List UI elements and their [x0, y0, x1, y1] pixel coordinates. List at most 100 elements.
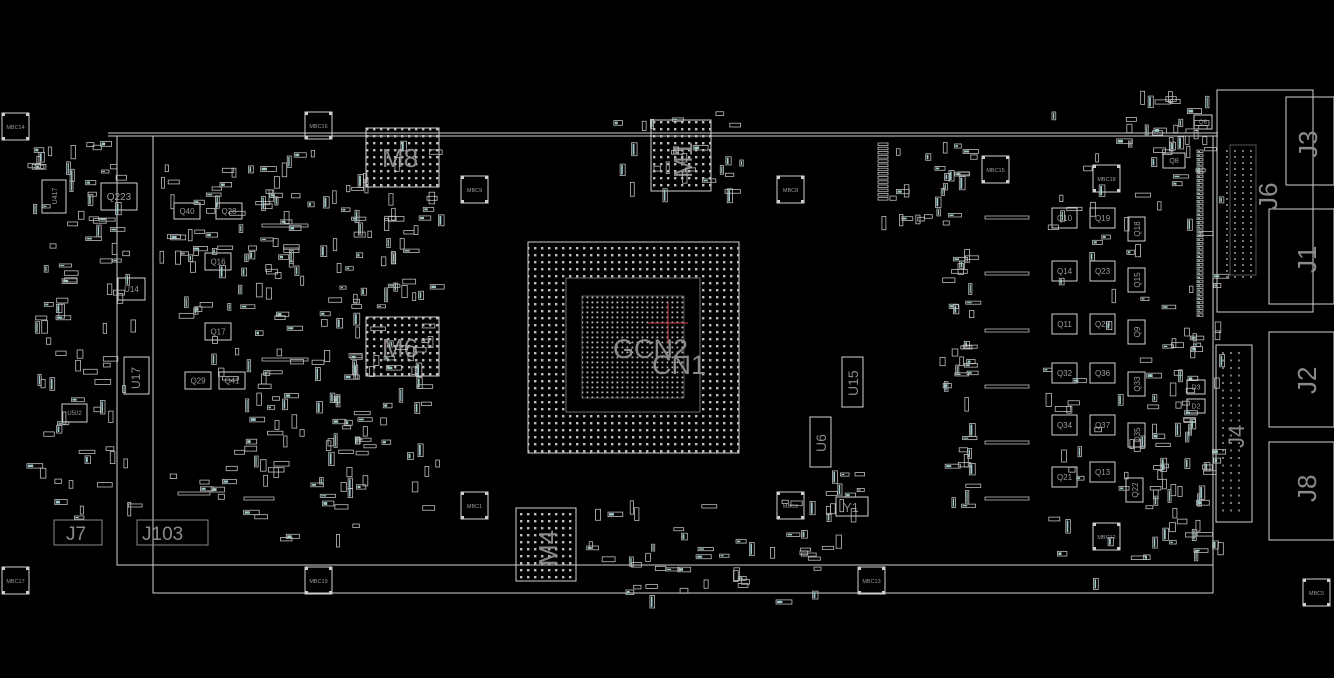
passive-part	[1151, 157, 1158, 167]
passive-part	[1124, 471, 1129, 480]
passive-part	[387, 216, 405, 222]
passive-part	[653, 165, 661, 172]
passive-part	[294, 265, 300, 276]
passive-part	[217, 493, 225, 500]
passive-part	[355, 437, 361, 445]
passive-part	[265, 264, 272, 272]
passive-part	[83, 368, 98, 375]
passive-part	[307, 201, 315, 208]
passive-part	[942, 141, 948, 154]
passive-part	[222, 478, 237, 485]
passive-part	[115, 202, 122, 216]
passive-part	[427, 336, 434, 348]
passive-part	[1196, 229, 1204, 233]
passive-part	[1171, 181, 1183, 187]
passive-part	[238, 224, 244, 233]
component-u417: U417	[41, 179, 67, 214]
passive-part	[835, 534, 842, 549]
passive-part	[1152, 423, 1157, 434]
passive-part	[267, 430, 284, 436]
passive-part	[813, 566, 822, 571]
mbc-mbc18: MBC18	[1092, 164, 1121, 193]
passive-part	[125, 273, 130, 286]
passive-part	[320, 245, 328, 258]
passive-part	[100, 141, 112, 147]
passive-part	[421, 323, 436, 329]
passive-part	[1101, 234, 1111, 240]
passive-part	[54, 499, 68, 505]
mbc-label: MBC1	[467, 504, 482, 510]
passive-part	[272, 238, 279, 247]
passive-part	[735, 539, 747, 544]
passive-part	[1196, 216, 1204, 221]
passive-part	[947, 213, 962, 218]
passive-part	[170, 234, 187, 241]
passive-part	[1176, 518, 1188, 525]
passive-part	[256, 392, 262, 406]
passive-part	[1196, 170, 1204, 174]
passive-part	[726, 188, 733, 204]
passive-part	[896, 189, 910, 195]
passive-part	[421, 338, 430, 343]
passive-part	[274, 419, 280, 430]
passive-part	[421, 401, 432, 406]
passive-part	[253, 455, 259, 468]
passive-part	[970, 154, 978, 160]
passive-part	[1185, 431, 1190, 443]
passive-part	[1171, 342, 1184, 348]
passive-part	[1043, 367, 1053, 372]
passive-part	[1135, 244, 1141, 258]
passive-part	[311, 359, 325, 365]
passive-part	[428, 191, 436, 205]
passive-part	[1196, 532, 1213, 537]
passive-part	[79, 505, 84, 515]
mbc-label: MBC16	[309, 124, 327, 130]
passive-part	[1066, 206, 1083, 212]
passive-part	[267, 370, 283, 375]
passive-part	[1144, 124, 1149, 136]
j103-label: J103	[142, 524, 183, 545]
passive-part	[225, 465, 238, 472]
passive-part	[199, 302, 213, 308]
u17-label: U17	[129, 367, 143, 389]
passive-part	[248, 251, 256, 260]
passive-part	[1153, 127, 1167, 134]
passive-part	[69, 168, 75, 182]
cn1-label: CN1	[652, 350, 706, 380]
passive-part	[113, 289, 125, 296]
passive-part	[167, 179, 180, 185]
passive-part	[935, 196, 942, 208]
passive-part	[786, 532, 801, 537]
passive-part	[41, 320, 48, 334]
passive-part	[1058, 277, 1065, 286]
passive-part	[241, 267, 247, 277]
passive-part	[78, 449, 96, 454]
passive-part	[729, 122, 742, 128]
passive-part	[1128, 140, 1133, 148]
passive-part	[115, 174, 127, 181]
passive-part	[629, 500, 634, 515]
passive-part	[1214, 377, 1220, 389]
passive-part	[328, 451, 335, 466]
passive-part	[850, 508, 857, 523]
component-q33: Q33	[1127, 371, 1146, 397]
passive-part	[329, 392, 336, 403]
passive-part	[1186, 145, 1191, 159]
passive-part	[376, 304, 386, 309]
component-d2: D2	[1186, 398, 1206, 414]
passive-part	[248, 245, 257, 251]
component-label: Q8	[1169, 158, 1178, 165]
passive-part	[293, 152, 307, 158]
passive-part	[649, 595, 656, 609]
mbc-label: MBC8	[783, 188, 798, 194]
passive-part	[395, 345, 409, 350]
passive-part	[917, 216, 925, 222]
passive-part	[280, 537, 293, 542]
passive-part	[109, 164, 118, 170]
passive-part	[854, 472, 865, 477]
passive-part	[346, 467, 353, 478]
passive-part	[1140, 296, 1150, 301]
passive-part	[49, 243, 57, 249]
passive-part	[1157, 469, 1163, 480]
passive-part	[965, 483, 982, 488]
